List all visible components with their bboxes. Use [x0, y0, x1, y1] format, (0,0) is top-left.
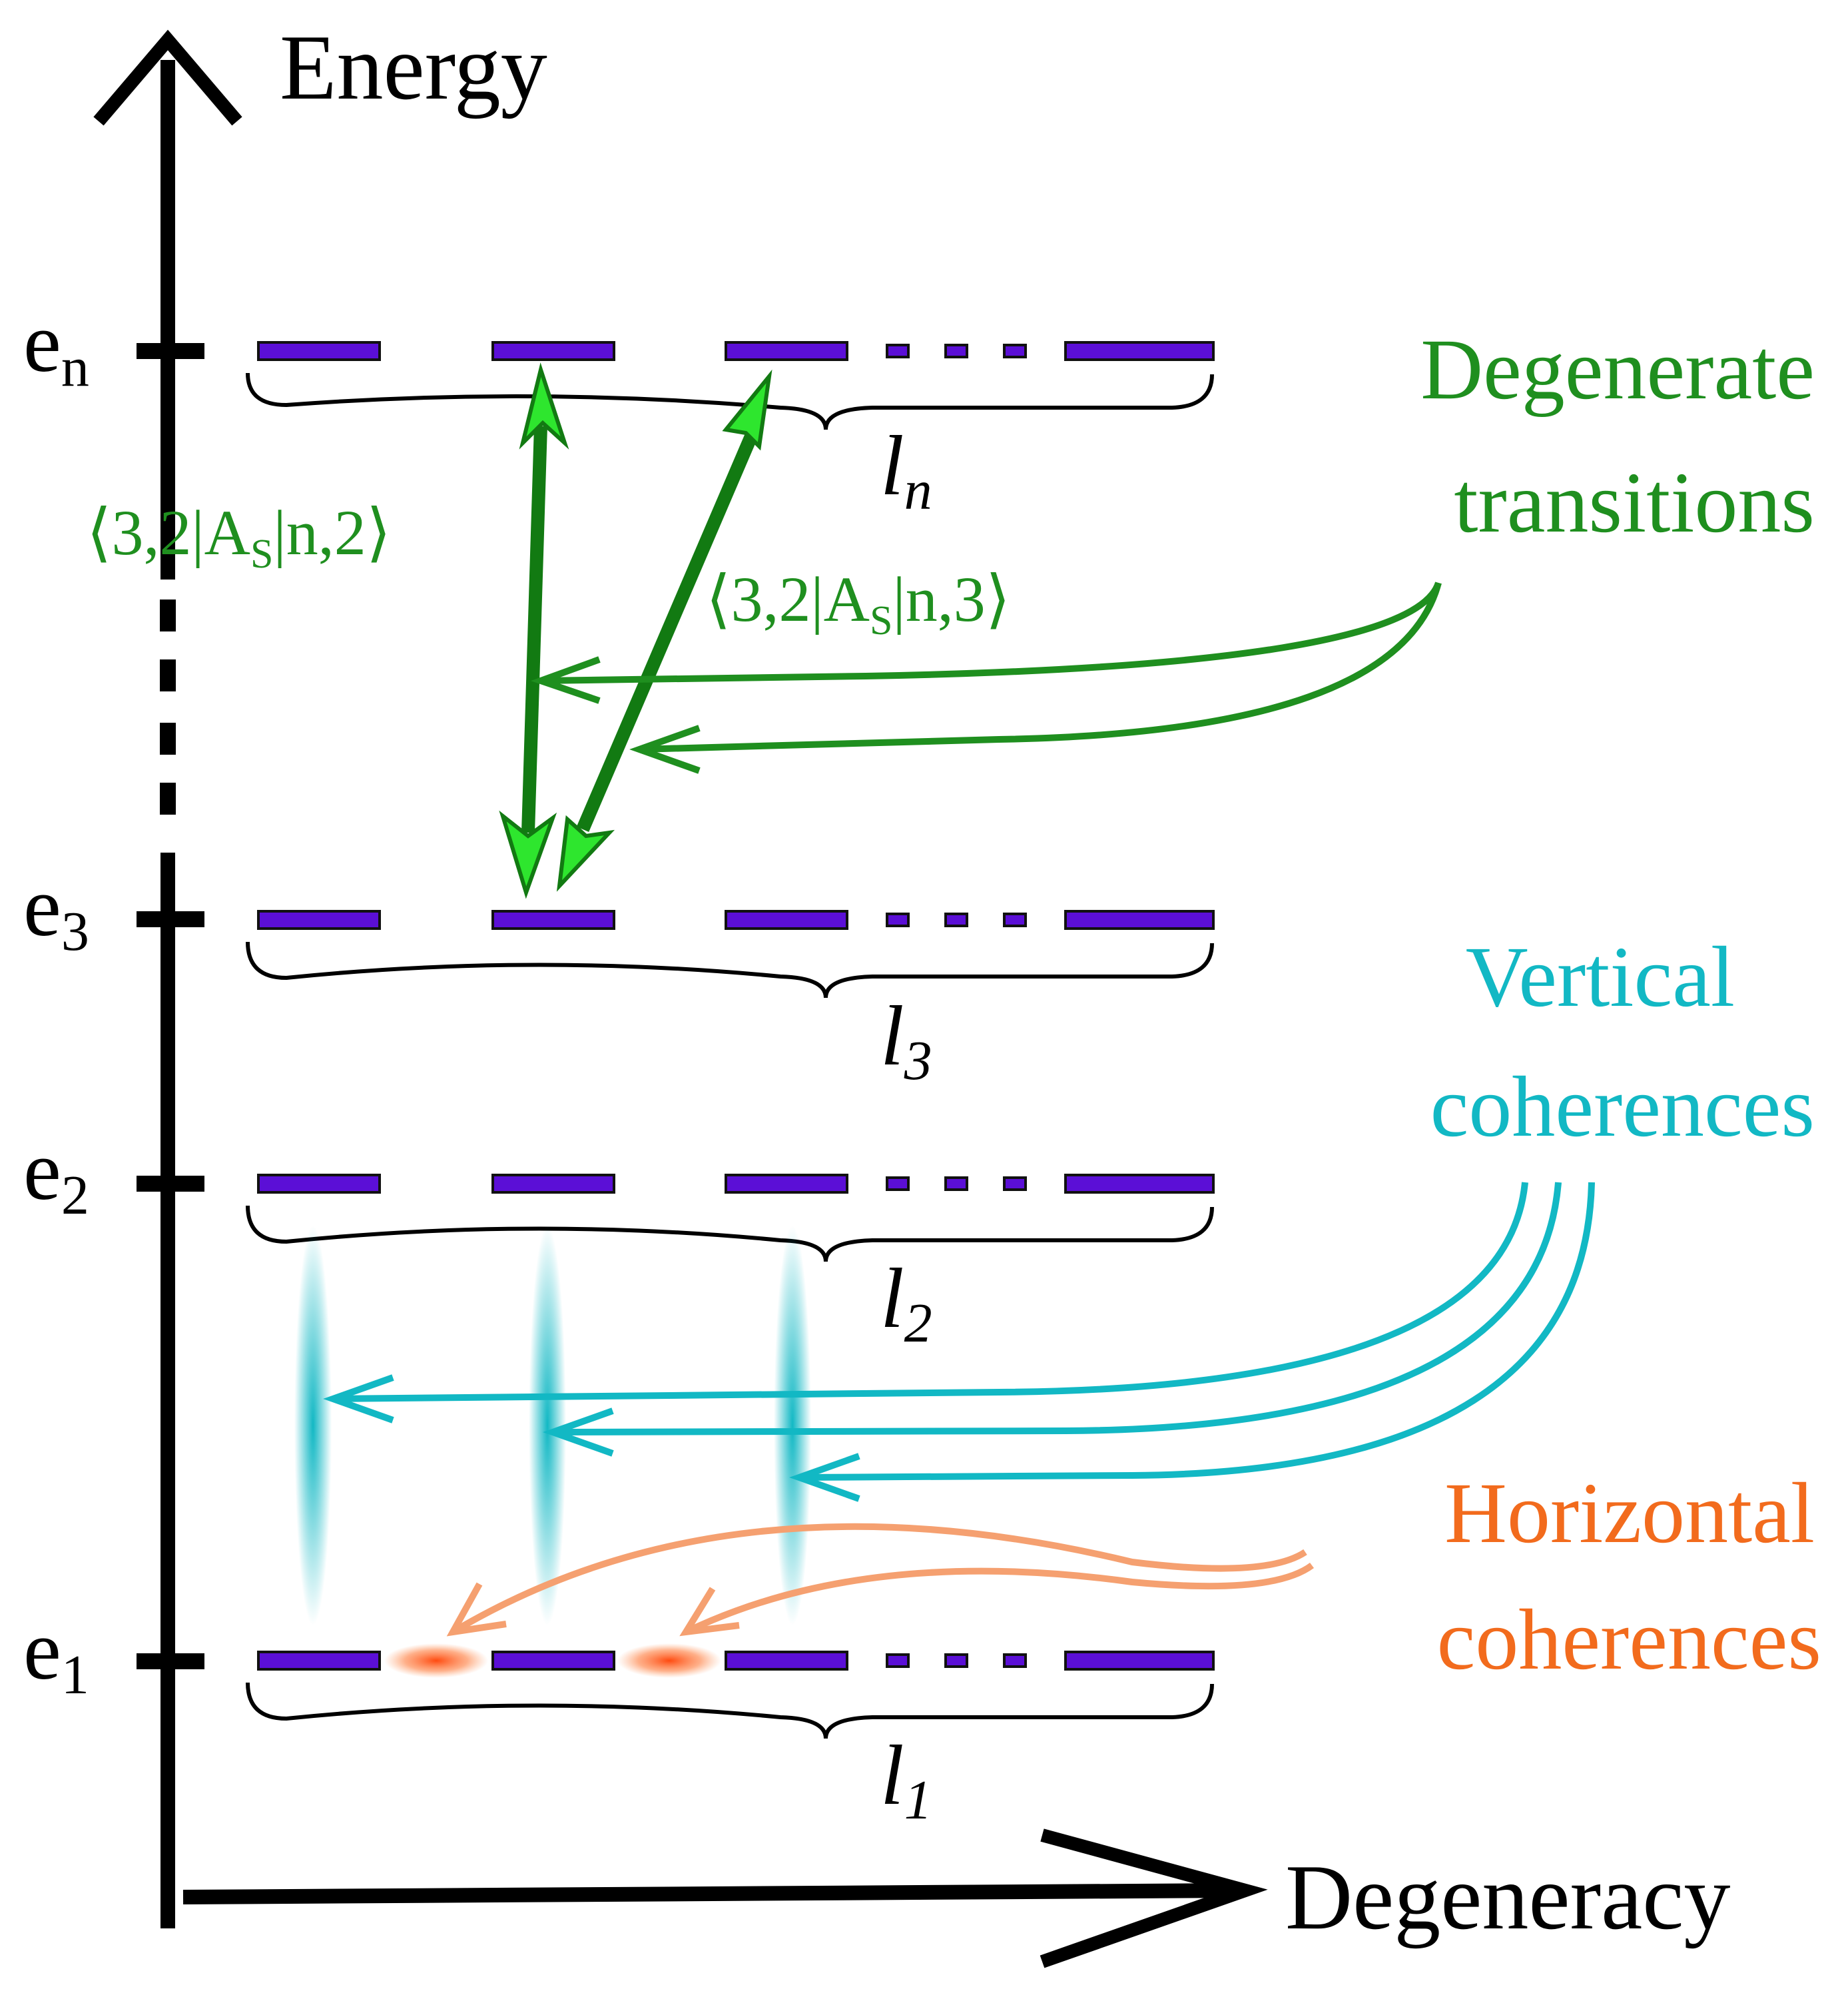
label-vertical-coherences: Vertical coherences [1430, 929, 1815, 1155]
arrowhead-down-n2 [499, 810, 557, 899]
level-e1: e1 l1 [23, 1603, 1215, 1831]
degenerate-pointer-arrows [530, 582, 1442, 774]
state-en-4 [1064, 341, 1215, 361]
energy-axis [93, 29, 242, 1928]
dots-en-2 [944, 344, 968, 358]
state-e1-3 [725, 1651, 848, 1671]
state-e3-1 [257, 910, 381, 930]
axis-tick-e1 [137, 1653, 204, 1669]
dots-en-3 [1003, 344, 1027, 358]
energy-axis-label: Energy [280, 16, 547, 119]
degeneracy-label-l2: l2 [880, 1251, 932, 1354]
dots-e2-3 [1003, 1176, 1027, 1191]
dots-e3-2 [944, 913, 968, 927]
label-horizontal-coherences: Horizontal coherences [1437, 1465, 1821, 1688]
level-label-en: en [23, 295, 89, 398]
axis-tick-en [137, 343, 204, 359]
degeneracy-brace-e1 [246, 1682, 1214, 1739]
matrix-element-n3: ⟨3,2|AS|n,3⟩ [706, 564, 1010, 643]
degeneracy-brace-en [246, 372, 1214, 430]
level-e2: e2 l2 [23, 1123, 1215, 1354]
axis-tick-e3 [137, 911, 204, 927]
degeneracy-label-l3: l3 [880, 989, 932, 1092]
state-e2-3 [725, 1174, 848, 1194]
svg-text:coherences: coherences [1430, 1059, 1815, 1155]
energy-arrowhead [93, 29, 242, 126]
level-label-e2: e2 [23, 1123, 89, 1226]
svg-text:transitions: transitions [1454, 455, 1815, 551]
degeneracy-arrowhead [1040, 1828, 1268, 1968]
dots-e1-1 [886, 1653, 910, 1668]
degeneracy-brace-e2 [246, 1205, 1214, 1262]
level-e3: e3 l3 [23, 859, 1215, 1092]
vertical-pointer-arrows [323, 1182, 1595, 1502]
axis-tick-e2 [137, 1176, 204, 1192]
state-e3-4 [1064, 910, 1215, 930]
state-en-2 [491, 341, 615, 361]
svg-text:Degenerate: Degenerate [1420, 322, 1815, 418]
dots-e1-2 [944, 1653, 968, 1668]
degenerate-transition-arrows [499, 362, 772, 899]
state-e3-2 [491, 910, 615, 930]
degeneracy-brace-e3 [246, 941, 1214, 999]
state-e3-3 [725, 910, 848, 930]
horizontal-pointer-arrows [446, 1523, 1314, 1637]
vertical-coherence-2 [529, 1226, 566, 1625]
svg-text:Vertical: Vertical [1466, 929, 1735, 1025]
degeneracy-label-ln: ln [880, 418, 932, 522]
transition-arrow-n3 [556, 369, 772, 892]
degeneracy-axis [182, 1828, 1268, 1968]
vertical-coherence-blobs [294, 1226, 811, 1625]
state-e1-4 [1064, 1651, 1215, 1671]
svg-text:coherences: coherences [1437, 1592, 1821, 1688]
dots-e2-1 [886, 1176, 910, 1191]
degeneracy-label-l1: l1 [880, 1728, 932, 1831]
arrowhead-up-n3 [722, 369, 772, 451]
state-en-1 [257, 341, 381, 361]
matrix-element-n2: ⟨3,2|AS|n,2⟩ [87, 497, 391, 577]
state-e2-2 [491, 1174, 615, 1194]
dots-en-1 [886, 344, 910, 358]
dots-e1-3 [1003, 1653, 1027, 1668]
state-e1-1 [257, 1651, 381, 1671]
vertical-coherence-3 [774, 1226, 811, 1625]
svg-text:Horizontal: Horizontal [1444, 1465, 1815, 1561]
arrowhead-down-n3 [556, 815, 615, 892]
arrowhead-up-n2 [519, 362, 569, 450]
level-en: en ln [23, 295, 1215, 522]
horizontal-coherence-1 [384, 1643, 488, 1678]
level-label-e3: e3 [23, 859, 89, 963]
horizontal-coherence-2 [617, 1643, 721, 1678]
dots-e3-3 [1003, 913, 1027, 927]
state-e1-2 [491, 1651, 615, 1671]
horizontal-coherence-blobs [384, 1643, 721, 1678]
degeneracy-axis-label: Degeneracy [1285, 1846, 1730, 1949]
state-en-3 [725, 341, 848, 361]
dots-e3-1 [886, 913, 910, 927]
dots-e2-2 [944, 1176, 968, 1191]
label-degenerate-transitions: Degenerate transitions [1420, 322, 1815, 551]
state-e2-1 [257, 1174, 381, 1194]
state-e2-4 [1064, 1174, 1215, 1194]
vertical-coherence-1 [294, 1226, 332, 1625]
transition-arrow-n2 [499, 362, 569, 899]
level-label-e1: e1 [23, 1603, 89, 1706]
